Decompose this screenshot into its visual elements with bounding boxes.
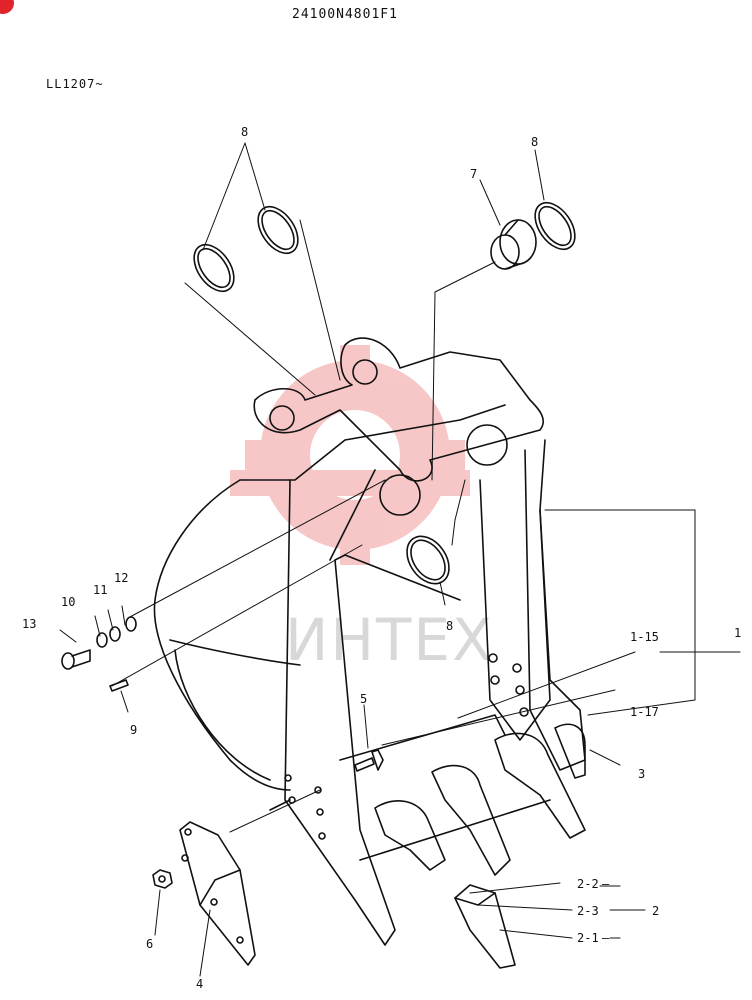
callout-labels: 8 8 7 8 12 11 10 13 9 5 1 1-15 1-17 3 2-… — [22, 125, 741, 991]
corner-marker — [0, 0, 14, 14]
callout-4: 4 — [196, 977, 203, 991]
callout-1-15: 1-15 — [630, 630, 659, 644]
bolt-5-icon — [354, 749, 384, 772]
nut-icon — [152, 869, 173, 889]
watermark-logo — [230, 345, 470, 565]
loose-tooth-icon — [454, 884, 516, 969]
bucket-teeth-icon — [374, 723, 586, 876]
callout-2-2: 2-2 — [577, 877, 599, 891]
callout-11: 11 — [93, 583, 107, 597]
o-ring-8b-icon — [257, 206, 299, 254]
callout-8c: 8 — [446, 619, 453, 633]
callout-6: 6 — [146, 937, 153, 951]
part-code: 24100N4801F1 — [292, 7, 398, 22]
bolt-13-icon — [61, 649, 91, 670]
callout-2-1: 2-1 — [577, 931, 599, 945]
bucket-body-icon — [153, 337, 586, 946]
bushing-icon — [490, 219, 537, 270]
pin-9-icon — [109, 679, 129, 692]
callout-1-17: 1-17 — [630, 705, 659, 719]
watermark-text: ИНТЕХ — [285, 606, 494, 674]
callout-5: 5 — [360, 692, 367, 706]
callout-10: 10 — [61, 595, 75, 609]
o-ring-8d-icon — [406, 535, 450, 585]
washer-icons — [96, 616, 137, 648]
callout-9: 9 — [130, 723, 137, 737]
serial-range: LL1207~ — [46, 77, 104, 91]
callout-7: 7 — [470, 167, 477, 181]
callout-8a: 8 — [241, 125, 248, 139]
callout-3: 3 — [638, 767, 645, 781]
leader-lines — [59, 142, 741, 977]
callout-1: 1 — [734, 626, 741, 640]
dash-2-2: — — [602, 877, 610, 891]
callout-2: 2 — [652, 904, 659, 918]
callout-2-3: 2-3 — [577, 904, 599, 918]
o-ring-8c-icon — [534, 202, 576, 250]
side-cutter-icon — [179, 821, 256, 966]
dash-2-1: — — [602, 931, 610, 945]
callout-13: 13 — [22, 617, 36, 631]
callout-12: 12 — [114, 571, 128, 585]
callout-8b: 8 — [531, 135, 538, 149]
o-ring-8a-icon — [193, 244, 235, 292]
